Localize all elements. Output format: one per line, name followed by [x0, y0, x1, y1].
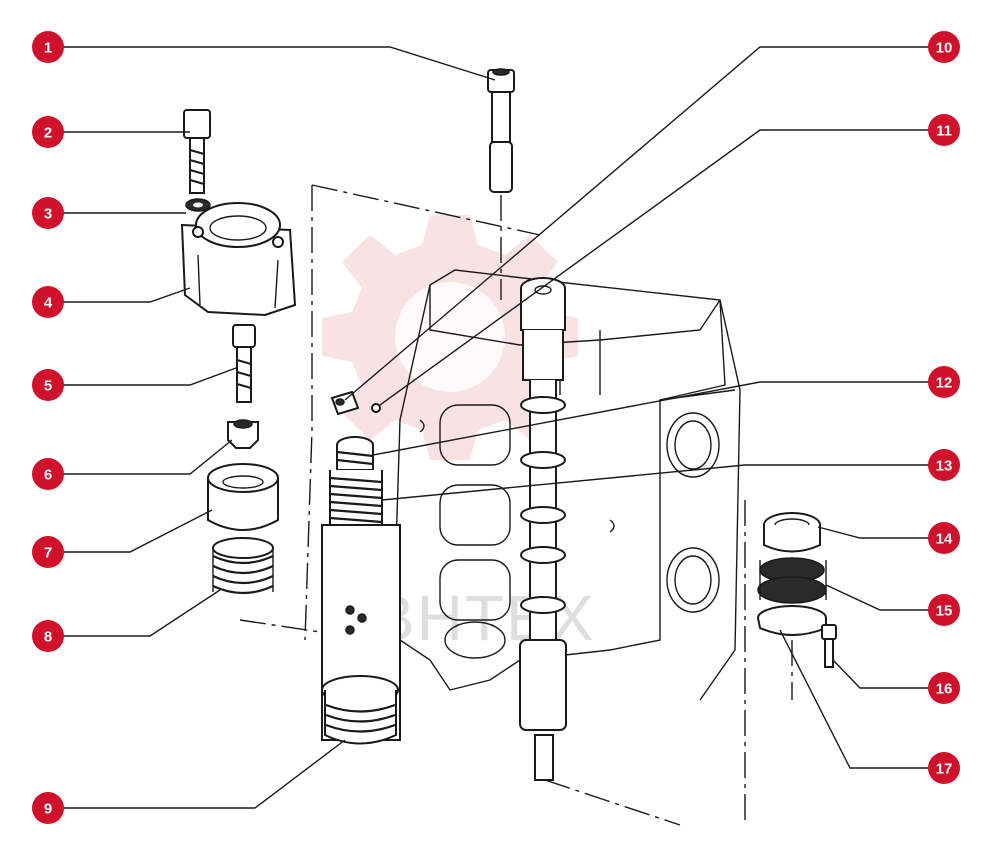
- callouts: 1 2 3 4 5 6 7 8 9 10 11 12 13 14 15 16 1…: [32, 31, 960, 824]
- svg-text:17: 17: [936, 761, 953, 778]
- part-4-cap: [180, 202, 297, 317]
- svg-text:5: 5: [44, 378, 52, 395]
- svg-text:16: 16: [936, 681, 953, 698]
- part-9-sleeve: [239, 524, 401, 745]
- callout-2: 2: [32, 116, 64, 148]
- callout-15: 15: [928, 594, 960, 626]
- svg-text:11: 11: [936, 123, 952, 140]
- svg-text:9: 9: [44, 801, 52, 818]
- svg-text:2: 2: [44, 125, 52, 142]
- svg-text:3: 3: [44, 206, 52, 223]
- callout-4: 4: [32, 286, 64, 318]
- leader-lines: [63, 46, 940, 809]
- svg-text:12: 12: [936, 375, 953, 392]
- callout-12: 12: [928, 366, 960, 398]
- part-10-pin: [330, 390, 360, 416]
- spool: [519, 277, 567, 781]
- callout-5: 5: [32, 369, 64, 401]
- svg-text:13: 13: [936, 458, 953, 475]
- callout-16: 16: [928, 672, 960, 704]
- callout-7: 7: [32, 536, 64, 568]
- part-3-washer: [185, 198, 211, 212]
- part-5-screw: [232, 324, 256, 403]
- part-16-screw: [821, 624, 837, 668]
- svg-text:8: 8: [44, 629, 52, 646]
- part-11-ball: [371, 403, 381, 413]
- part-7-cup: [207, 463, 279, 531]
- callout-1: 1: [32, 31, 64, 63]
- svg-text:4: 4: [44, 295, 53, 312]
- callout-10: 10: [928, 31, 960, 63]
- svg-text:10: 10: [936, 40, 953, 57]
- callout-14: 14: [928, 522, 960, 554]
- part-15-seal-pack: [757, 557, 827, 604]
- svg-text:7: 7: [44, 545, 52, 562]
- svg-text:15: 15: [936, 603, 953, 620]
- callout-17: 17: [928, 752, 960, 784]
- svg-text:1: 1: [44, 40, 52, 57]
- callout-3: 3: [32, 197, 64, 229]
- callout-6: 6: [32, 458, 64, 490]
- callout-9: 9: [32, 792, 64, 824]
- part-1-bolt: [487, 68, 515, 300]
- part-6-nut: [227, 419, 259, 449]
- part-8-spring: [212, 537, 274, 595]
- part-12-13-plug: [329, 436, 383, 526]
- svg-text:6: 6: [44, 467, 52, 484]
- part-2-bolt: [183, 109, 211, 194]
- callout-11: 11: [928, 114, 960, 146]
- part-14-seal: [763, 512, 821, 553]
- callout-13: 13: [928, 449, 960, 481]
- callout-8: 8: [32, 620, 64, 652]
- valve-body: [304, 184, 746, 826]
- svg-text:14: 14: [936, 531, 953, 548]
